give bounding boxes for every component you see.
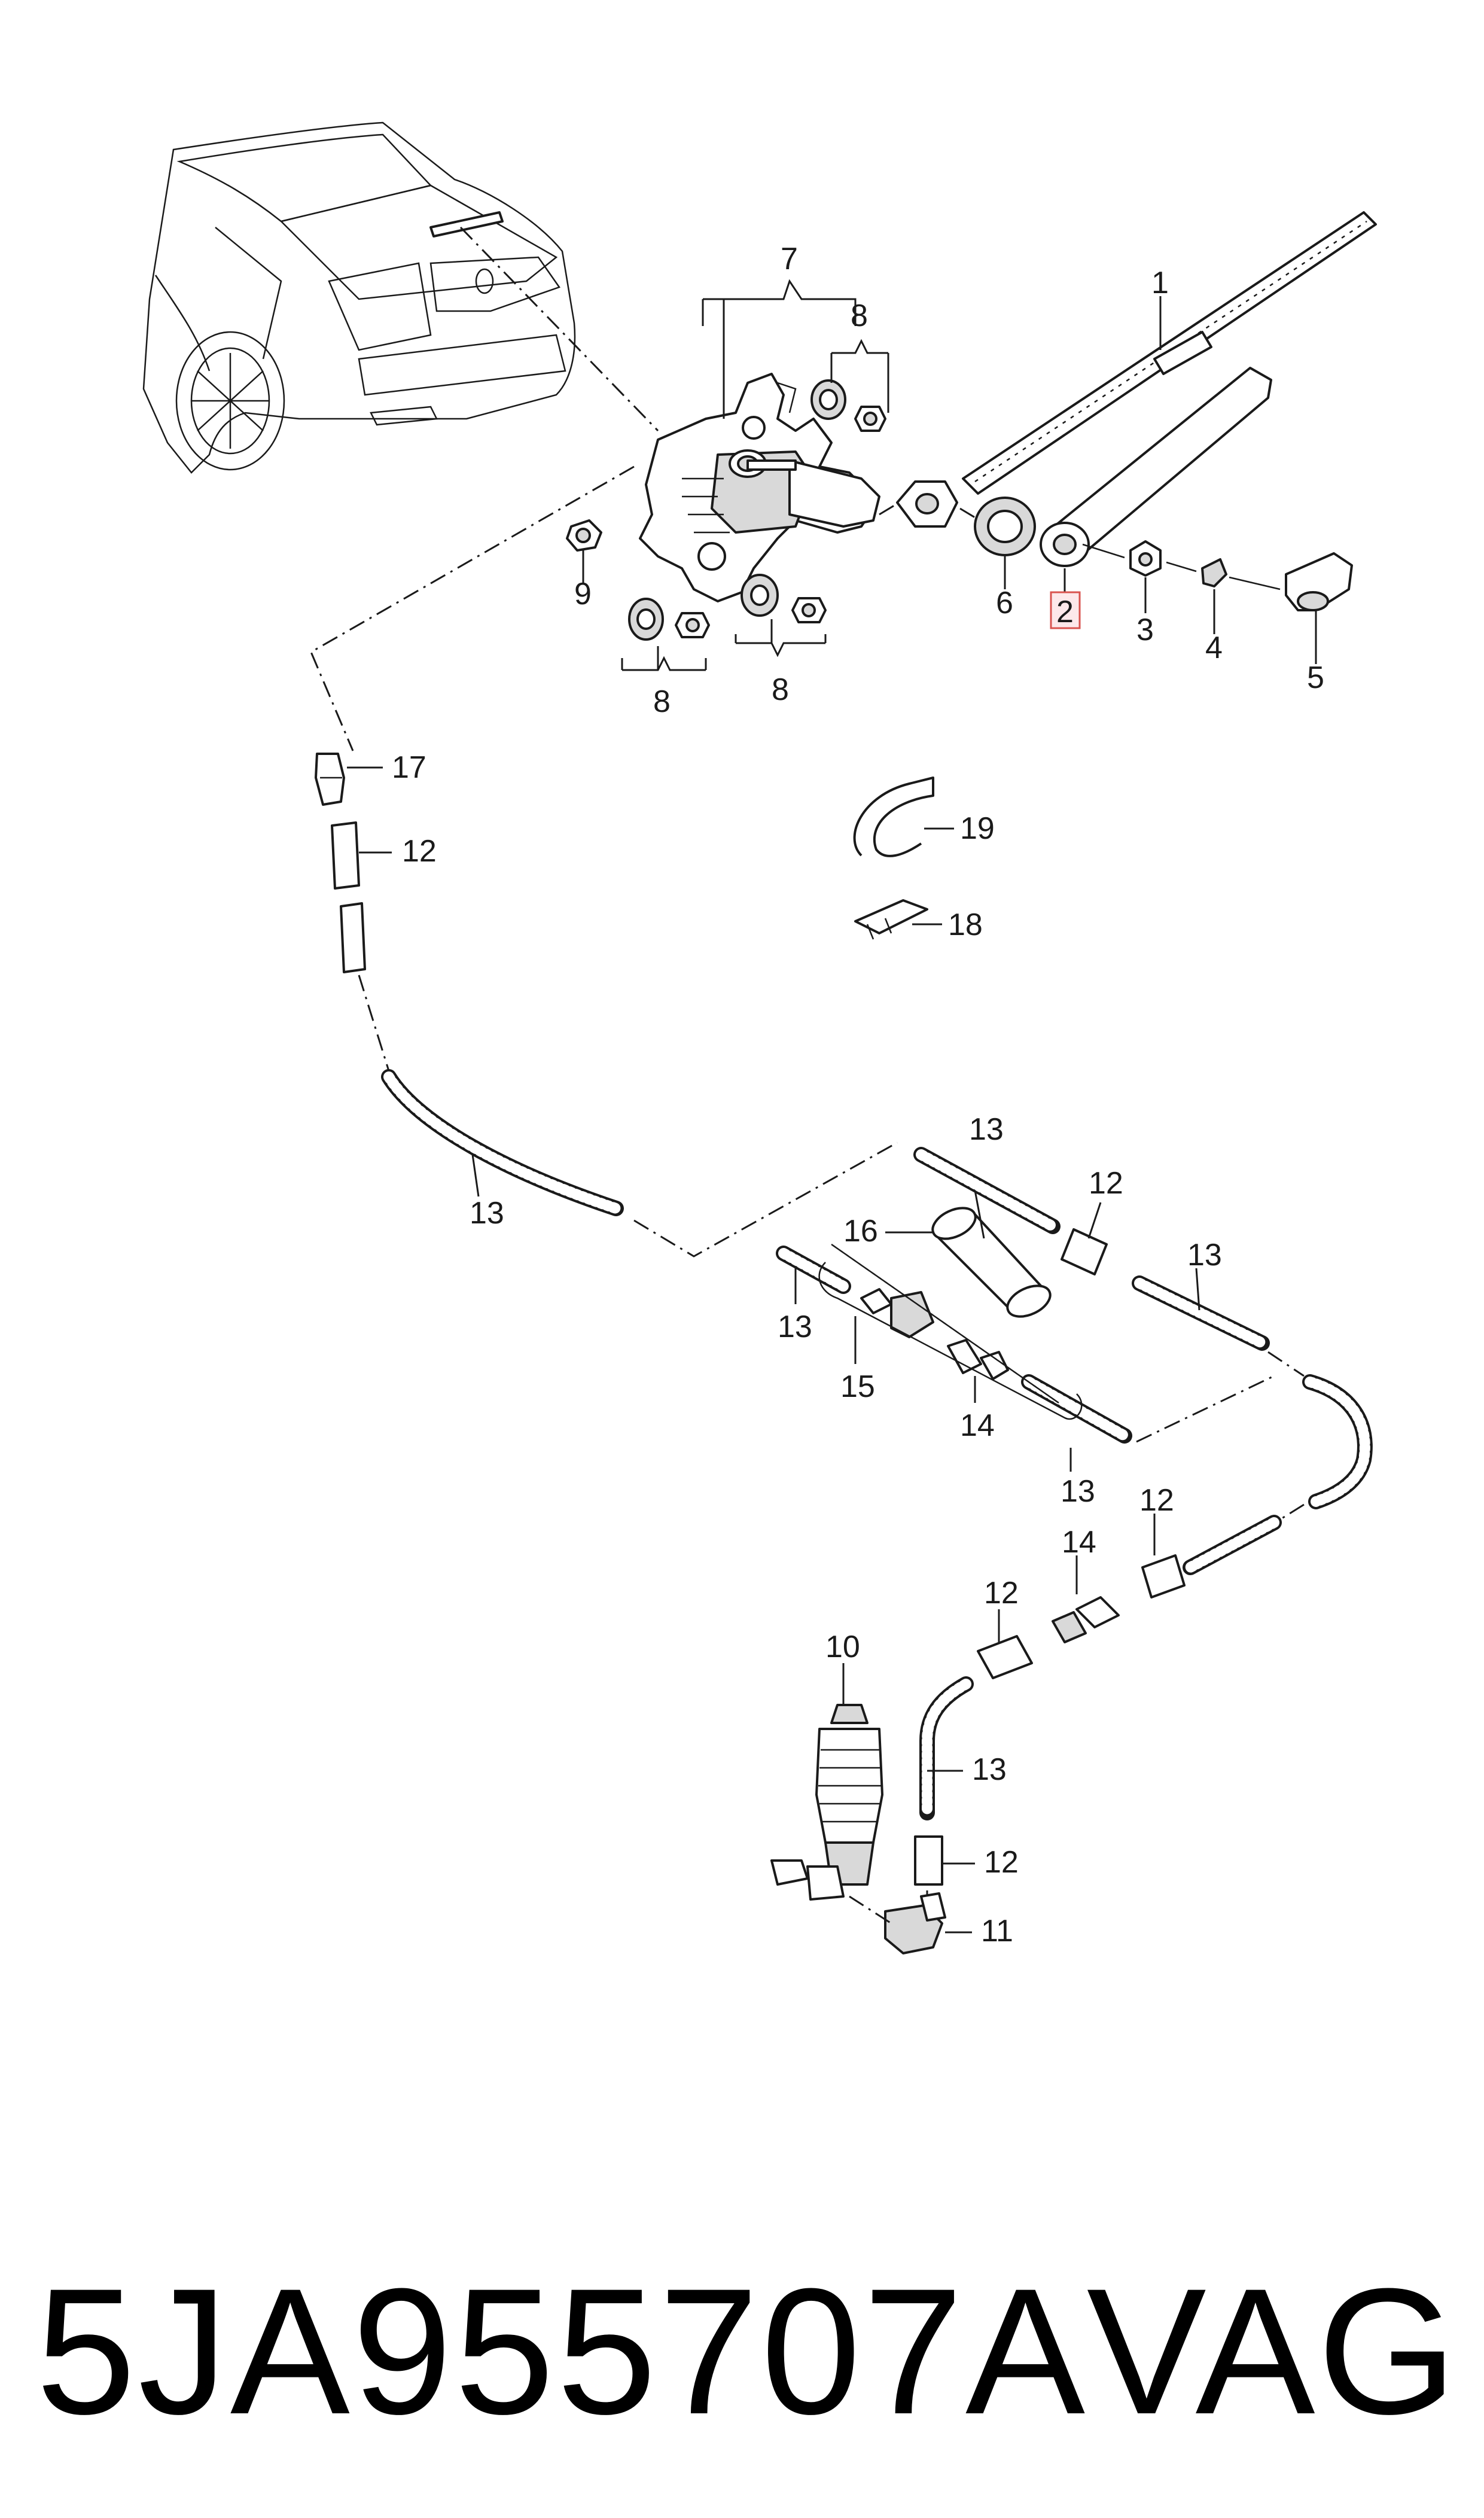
hose-segment-upper: [913, 1147, 1061, 1234]
callout-11[interactable]: 11: [981, 1914, 1013, 1948]
callout-14-middle[interactable]: 14: [960, 1408, 995, 1443]
nut-9: [566, 519, 602, 552]
hose-segment-vertical: [919, 1676, 974, 1820]
grommet-6: [974, 497, 1036, 556]
wiper-arm-2: [1040, 367, 1272, 567]
callout-1[interactable]: 1: [1151, 266, 1169, 300]
clip-4: [1201, 558, 1227, 587]
callout-9[interactable]: 9: [574, 577, 592, 611]
hose-segment-left: [381, 1069, 624, 1216]
pump-10: [770, 1704, 883, 1901]
callout-3[interactable]: 3: [1136, 613, 1154, 647]
leader-lines: [347, 279, 1317, 1934]
hose-segment-middle-left: [776, 1246, 851, 1294]
seal-washer: [896, 480, 958, 528]
callout-13-middle[interactable]: 13: [778, 1310, 812, 1344]
brand-name: VAG: [1086, 2251, 1459, 2452]
connector-15: [860, 1288, 934, 1338]
hose-segment-middle-right: [1021, 1374, 1132, 1444]
connector-14-lower: [1052, 1596, 1120, 1643]
callout-12-lower-right[interactable]: 12: [1139, 1483, 1174, 1518]
callout-12-upper-left[interactable]: 12: [402, 834, 437, 869]
fastener-set-bottom-right: [741, 574, 827, 623]
callout-4[interactable]: 4: [1205, 631, 1223, 665]
callout-5[interactable]: 5: [1307, 660, 1324, 695]
wiper-motor-assembly: [639, 373, 880, 602]
callout-8-right[interactable]: 8: [772, 672, 789, 707]
callout-13-middle-right[interactable]: 13: [1061, 1474, 1095, 1509]
nozzle-17: [315, 753, 345, 806]
callout-7[interactable]: 7: [781, 242, 798, 276]
hose-segment-right: [1132, 1275, 1270, 1351]
callout-13-vertical[interactable]: 13: [972, 1752, 1007, 1787]
connector-14-middle: [947, 1339, 1009, 1380]
elbow-11: [884, 1892, 946, 1954]
wiper-blade-1: [962, 211, 1377, 495]
car-rear-illustration: [142, 121, 659, 474]
callout-13-right[interactable]: 13: [1187, 1238, 1222, 1272]
highlight-box-2: [1050, 591, 1081, 629]
connector-12-upper: [1061, 1228, 1108, 1275]
callout-2[interactable]: 2: [1056, 595, 1074, 629]
strap-19: [853, 777, 934, 857]
callout-14-lower[interactable]: 14: [1062, 1525, 1096, 1560]
callout-8-left[interactable]: 8: [653, 684, 671, 719]
callout-16[interactable]: 16: [843, 1214, 878, 1249]
callout-6[interactable]: 6: [996, 586, 1013, 620]
cap-5: [1285, 552, 1353, 611]
callout-12-lower-left[interactable]: 12: [984, 1576, 1019, 1610]
nut-3: [1129, 540, 1162, 577]
part-number: 5JA955707A: [36, 2251, 1088, 2452]
callout-8-top[interactable]: 8: [851, 299, 868, 333]
footer: 5JA955707A VAG: [36, 2225, 1459, 2477]
connector-12-lower-left: [977, 1635, 1033, 1679]
bracket-18: [854, 899, 928, 940]
callout-12-vertical[interactable]: 12: [984, 1845, 1019, 1880]
hose-loop-right: [1302, 1374, 1373, 1509]
hose-segment-lower-right: [1183, 1515, 1282, 1575]
connector-12-lower-right: [1141, 1554, 1186, 1599]
callout-15[interactable]: 15: [840, 1369, 875, 1404]
callout-12-upper-right[interactable]: 12: [1089, 1166, 1123, 1201]
connector-12-vertical: [914, 1835, 943, 1886]
sleeve-16: [931, 1207, 1052, 1318]
callout-13-left[interactable]: 13: [470, 1196, 504, 1231]
callout-labels: 1 2 3 4 5 6 7 8 8 8 9 10 11 12 12 12 12 …: [392, 242, 1324, 1948]
callout-13-upper[interactable]: 13: [969, 1112, 1004, 1147]
callout-18[interactable]: 18: [948, 908, 983, 942]
callout-17[interactable]: 17: [392, 750, 426, 785]
fastener-set-bottom-left: [628, 598, 710, 641]
hose-connector-upper: [331, 821, 366, 973]
callout-19[interactable]: 19: [960, 811, 995, 846]
callout-10[interactable]: 10: [825, 1630, 860, 1664]
fastener-set-top: [810, 379, 886, 432]
